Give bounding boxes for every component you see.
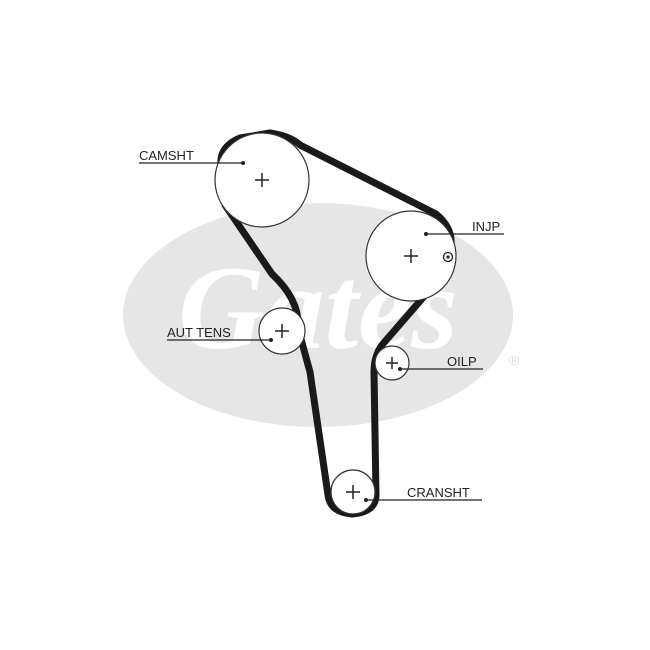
plus-icon [386,357,398,369]
injection-pump-pulley [365,210,457,302]
camsht-label: CAMSHT [139,148,194,163]
registered-mark-icon: ® [509,352,520,368]
cransht-label: CRANSHT [407,485,470,500]
camshaft-pulley [214,132,310,228]
auto-tensioner-pulley [258,307,306,355]
crankshaft-pulley [330,469,376,515]
timing-mark-outer [442,251,454,263]
plus-icon [255,173,269,187]
leader-dots [241,161,428,502]
plus-icon [346,485,360,499]
plus-icon [404,249,418,263]
gates-logo-watermark: Gates ® [123,203,520,427]
leader-lines [139,162,504,501]
oilp-label: OILP [447,354,477,369]
injp-label: INJP [472,219,500,234]
aut-tens-label: AUT TENS [167,325,231,340]
plus-icon [275,324,289,338]
timing-mark-inner [446,255,450,259]
oil-pump-pulley [374,345,410,381]
